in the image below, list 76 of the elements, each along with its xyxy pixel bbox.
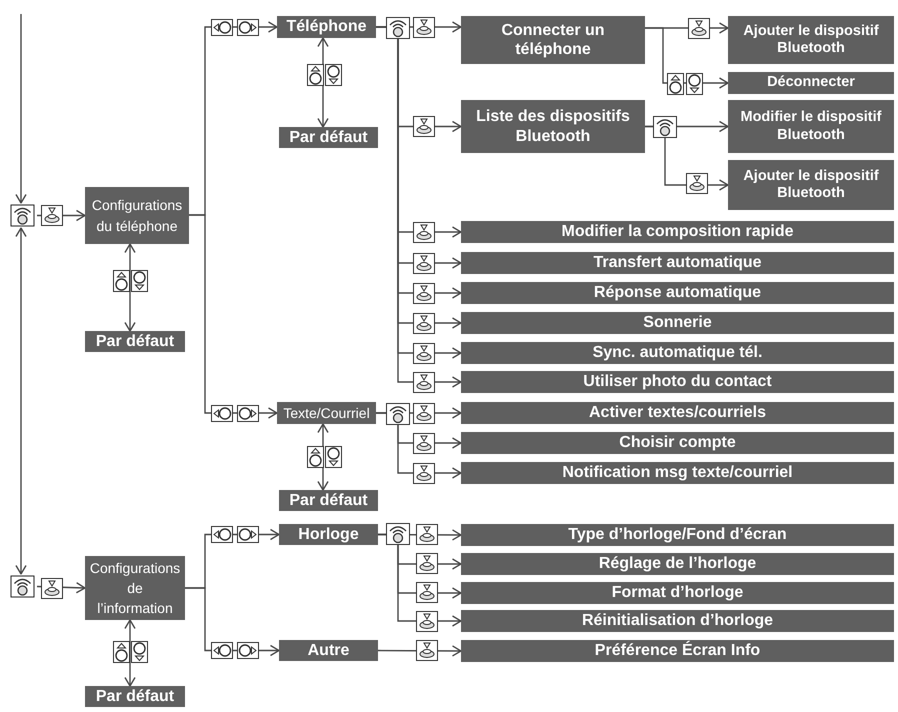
menu-box <box>461 282 894 304</box>
menu-label: Configurations de l’information <box>88 558 182 618</box>
menu-label: Sonnerie <box>643 313 712 333</box>
menu-label: Autre <box>308 640 350 660</box>
menu-box <box>461 524 894 546</box>
menu-label: Par défaut <box>96 686 174 706</box>
connector-arrow <box>124 619 136 687</box>
menu-box <box>279 490 378 511</box>
menu-box <box>461 312 894 334</box>
menu-label: Sync. automatique tél. <box>592 343 762 363</box>
connector-arrow <box>376 412 462 479</box>
menu-box <box>461 342 894 364</box>
connector-arrow <box>185 587 280 656</box>
menu-label: Réinitialisation d’horloge <box>582 611 774 631</box>
menu-label: Ajouter le dispositif Bluetooth <box>742 168 880 202</box>
menu-box <box>279 524 378 545</box>
menu-box <box>461 402 894 424</box>
menu-label: Préférence Écran Info <box>594 641 760 661</box>
menu-label: Liste des dispositifs Bluetooth <box>475 107 631 146</box>
connector-arrow <box>645 126 729 191</box>
menu-box <box>461 252 894 274</box>
menu-box <box>461 432 894 454</box>
connector-arrow <box>378 645 462 657</box>
phone-button-icon <box>8 574 37 599</box>
menu-box <box>85 686 185 707</box>
menu-box <box>279 640 378 661</box>
menu-label: Type d’horloge/Fond d’écran <box>568 525 787 545</box>
connector-arrow <box>317 423 329 491</box>
menu-label: Connecter un téléphone <box>500 20 606 60</box>
menu-label: Par défaut <box>289 490 368 510</box>
menu-box <box>461 582 894 604</box>
menu-label: Par défaut <box>96 332 174 352</box>
menu-label: Transfert automatique <box>593 253 762 273</box>
connector-arrow <box>317 37 329 128</box>
connector-arrow <box>645 27 729 89</box>
menu-box <box>461 371 894 393</box>
menu-box <box>85 187 189 244</box>
menu-box <box>728 72 894 94</box>
menu-box <box>728 100 894 153</box>
menu-box <box>277 402 376 424</box>
menu-label: Téléphone <box>286 17 366 37</box>
menu-label: Texte/Courriel <box>283 404 370 423</box>
menu-label: Choisir compte <box>619 433 736 453</box>
menu-label: Par défaut <box>289 128 368 148</box>
menu-label: Format d’horloge <box>612 583 744 603</box>
connector-arrow <box>378 534 462 627</box>
menu-box <box>461 100 645 153</box>
menu-box <box>728 16 894 64</box>
menu-label: Horloge <box>298 524 359 544</box>
phone-button-icon <box>8 203 37 228</box>
menu-box <box>85 331 185 352</box>
menu-label: Utiliser photo du contact <box>583 372 772 392</box>
menu-box <box>277 16 376 38</box>
menu-box <box>461 221 894 243</box>
menu-label: Configurations du téléphone <box>90 196 184 236</box>
menu-box <box>461 16 645 64</box>
menu-label: Réponse automatique <box>594 283 762 303</box>
menu-label: Modifier la composition rapide <box>561 222 794 242</box>
connector-arrow <box>189 214 278 419</box>
menu-box <box>728 160 894 210</box>
menu-box <box>461 640 894 662</box>
connector-arrow <box>15 227 27 575</box>
menu-label: Modifier le dispositif Bluetooth <box>740 109 882 144</box>
menu-label: Activer textes/courriels <box>589 403 766 423</box>
connector-arrow <box>37 210 86 222</box>
menu-box <box>279 127 378 148</box>
menu-label: Réglage de l’horloge <box>598 554 756 574</box>
menu-box <box>461 553 894 575</box>
menu-label: Notification msg texte/courriel <box>562 463 793 483</box>
connector-arrow <box>15 14 27 204</box>
menu-box <box>461 610 894 632</box>
menu-box <box>461 462 894 484</box>
menu-label: Ajouter le dispositif Bluetooth <box>742 22 880 58</box>
menu-label: Déconnecter <box>767 74 855 92</box>
connector-arrow <box>36 582 86 594</box>
connector-arrow <box>124 243 136 332</box>
